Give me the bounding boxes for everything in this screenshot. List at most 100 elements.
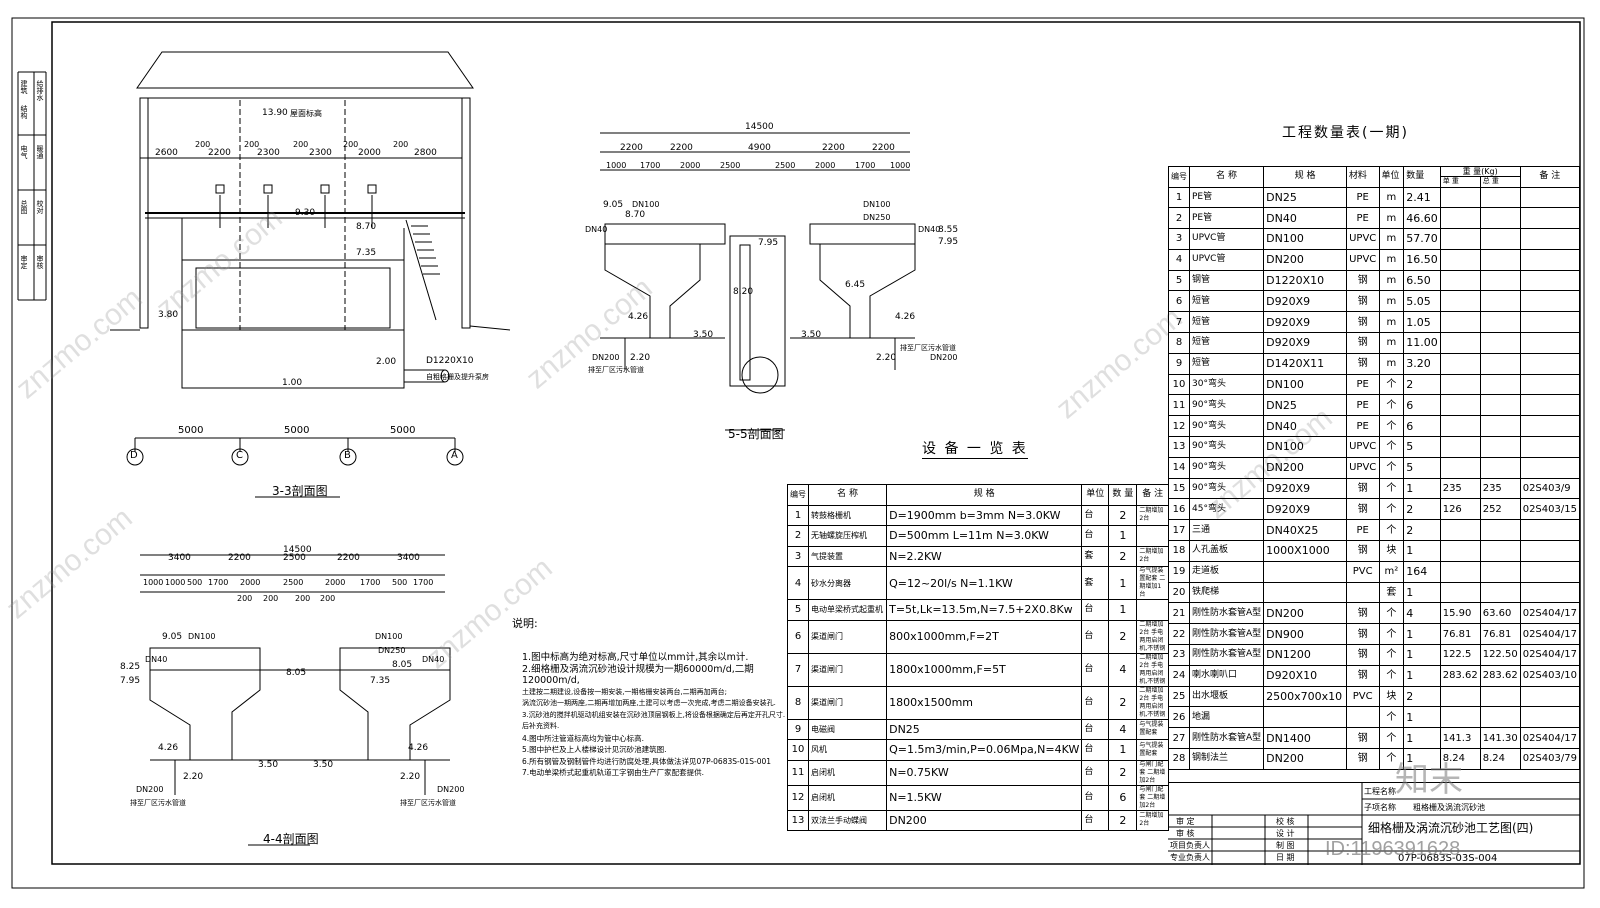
stair <box>405 219 440 321</box>
table-cell: DN200 <box>1263 456 1347 479</box>
table-cell <box>1439 540 1481 562</box>
table-cell: 4 <box>1108 652 1138 687</box>
table-cell: 1 <box>1403 581 1441 604</box>
table-cell: 启闭机 <box>807 784 888 811</box>
table-cell: UPVC <box>1345 248 1380 271</box>
table-cell <box>1136 525 1169 547</box>
row-number: 6 <box>1168 290 1190 313</box>
col-header: 数 量 <box>1108 484 1138 506</box>
table-cell <box>1519 560 1581 583</box>
table-cell: 二期增加2台 手电两用启闭机,不锈钢 <box>1136 685 1169 720</box>
table-cell: DN200 <box>1263 602 1347 625</box>
dn-label: DN100 <box>375 632 403 641</box>
table-cell: D920X9 <box>1263 311 1347 334</box>
table-cell: 1800x1500mm <box>886 685 1083 720</box>
section-3-3 <box>110 51 511 498</box>
dim-label: 2500 <box>283 553 306 563</box>
table-cell: 252 <box>1479 498 1521 521</box>
table-cell: 渠道闸门 <box>807 685 888 720</box>
table-cell: DN200 <box>886 809 1083 831</box>
dim-label: 2000 <box>240 578 261 587</box>
dim-label: 2200 <box>208 148 231 158</box>
table-cell: 气提装置 <box>807 545 888 567</box>
table-cell: 164 <box>1403 560 1441 583</box>
table-cell: 2 <box>1108 619 1138 654</box>
row-number: 24 <box>1168 664 1190 687</box>
table-cell: DN25 <box>886 718 1083 740</box>
elevation-label: 8.70 <box>625 210 646 220</box>
strip-label: 电气 <box>20 145 28 159</box>
table-cell <box>1439 352 1481 375</box>
table-cell <box>1479 436 1521 458</box>
table-cell <box>1519 540 1581 562</box>
table-cell: 刚性防水套管A型 <box>1188 602 1265 625</box>
table-cell <box>1439 207 1481 230</box>
dim-label: 2500 <box>283 578 304 587</box>
col-header: 数量 <box>1403 166 1441 188</box>
table-cell <box>1439 519 1481 542</box>
table-cell: UPVC管 <box>1188 228 1265 250</box>
view-title-5-5: 5-5剖面图 <box>728 427 784 441</box>
table-cell: 二期增加2台 <box>1136 809 1169 831</box>
table-cell <box>1439 373 1481 396</box>
table-cell <box>1439 248 1481 271</box>
dn-label: DN200 <box>437 785 465 794</box>
table-cell: 6 <box>1108 784 1138 811</box>
dn-label: DN250 <box>863 213 891 222</box>
table-cell: 刚性防水套管A型 <box>1188 727 1265 750</box>
table-cell: 3.20 <box>1403 352 1441 375</box>
table-cell <box>1439 311 1481 334</box>
table-cell: 个 <box>1378 394 1405 417</box>
table-cell <box>1519 352 1581 375</box>
dim-label: 1700 <box>413 578 434 587</box>
row-number: 8 <box>1168 332 1190 354</box>
row-number: 3 <box>1168 228 1190 250</box>
table-cell <box>1345 581 1380 604</box>
table-cell: PVC <box>1345 685 1380 708</box>
col-header: 材料 <box>1345 166 1380 188</box>
table-cell: 台 <box>1081 525 1110 547</box>
table-cell: N=1.5KW <box>886 784 1083 811</box>
row-number: 8 <box>787 685 809 720</box>
table-cell: 2 <box>1108 759 1138 786</box>
table-cell: 02S404/17 <box>1519 644 1581 666</box>
table-cell: D920X9 <box>1263 477 1347 500</box>
table-cell <box>1439 415 1481 438</box>
table-cell: 6.50 <box>1403 269 1441 292</box>
table-cell: 5.05 <box>1403 290 1441 313</box>
elevation-label: 7.35 <box>370 676 391 686</box>
table-cell: 2 <box>1403 498 1441 521</box>
row-number: 11 <box>787 759 809 786</box>
table-cell: UPVC <box>1345 456 1380 479</box>
pipe-note: 排至厂区污水管道 <box>900 344 956 352</box>
table-cell: 1.05 <box>1403 311 1441 334</box>
table-cell: DN40 <box>1263 207 1347 230</box>
dim-label: 5000 <box>284 425 310 436</box>
dn-label: DN200 <box>930 353 958 362</box>
table-cell <box>1479 685 1521 708</box>
elevation-label: 2.20 <box>630 353 651 363</box>
strip-label: 暖通 <box>36 145 44 159</box>
table-cell: 二期增加2台 <box>1136 545 1169 567</box>
table-cell: 二期增加2台 手电两用启闭机,不锈钢 <box>1136 652 1169 687</box>
table-cell <box>1479 581 1521 604</box>
table-cell: 台 <box>1081 809 1110 831</box>
table-cell: m <box>1378 269 1405 292</box>
table-cell: 块 <box>1378 685 1405 708</box>
table-cell: 台 <box>1081 652 1110 687</box>
dim-label: 1700 <box>208 578 229 587</box>
table-cell: PE <box>1345 519 1380 542</box>
row-number: 12 <box>787 784 809 811</box>
table-cell <box>1479 269 1521 292</box>
dim-label: 1000 <box>143 578 164 587</box>
table-cell: 63.60 <box>1479 602 1521 625</box>
dim-label: 200 <box>237 594 253 603</box>
pipe-note: 自粗格栅及提升泵房 <box>426 373 489 381</box>
